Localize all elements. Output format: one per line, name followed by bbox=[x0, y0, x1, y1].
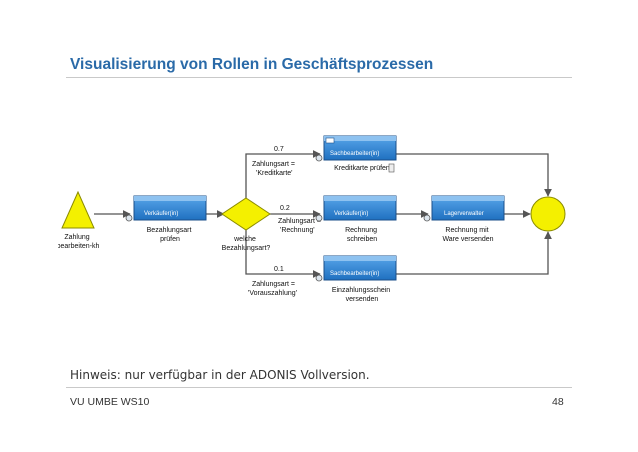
role-icon bbox=[315, 154, 323, 162]
flow-connectors bbox=[94, 150, 552, 278]
activity-rechnung-schreiben[interactable]: Verkäufer(in) Rechnung schreiben bbox=[315, 195, 397, 243]
role-icon bbox=[315, 214, 323, 222]
activity-ware-versenden[interactable]: Lagerverwalter Rechnung mit Ware versend… bbox=[423, 195, 505, 243]
flow-gateway-to-prepayment bbox=[245, 230, 321, 278]
activity-label: Rechnung mit Ware versenden bbox=[442, 227, 493, 243]
slide-title: Visualisierung von Rollen in Geschäftspr… bbox=[70, 56, 434, 73]
branch-prepayment-probability: 0.1 bbox=[274, 266, 284, 273]
activity-einzahlungsschein-versenden[interactable]: Sachbearbeiter(in) Einzahlungsschein ver… bbox=[315, 255, 397, 303]
activity-label: Rechnung schreiben bbox=[345, 227, 379, 243]
activity-role: Sachbearbeiter(in) bbox=[330, 271, 379, 277]
title-divider bbox=[66, 77, 572, 78]
end-event[interactable] bbox=[530, 196, 566, 232]
flow-prepayment-to-end bbox=[396, 231, 552, 275]
course-label: VU UMBE WS10 bbox=[70, 396, 150, 408]
start-event-triangle bbox=[61, 190, 95, 229]
activity-role: Lagerverwalter bbox=[444, 211, 484, 217]
activity-bezahlungsart-pruefen[interactable]: Verkäufer(in) Bezahlungsart prüfen bbox=[125, 195, 207, 243]
branch-invoice-probability: 0.2 bbox=[280, 205, 290, 212]
page-number: 48 bbox=[552, 396, 564, 408]
hint-text: Hinweis: nur verfügbar in der ADONIS Vol… bbox=[70, 368, 370, 382]
gateway-decision[interactable]: welche Bezahlungsart? bbox=[221, 197, 271, 252]
start-event[interactable]: Zahlung bearbeiten-kh bbox=[58, 190, 100, 250]
role-icon bbox=[315, 274, 323, 282]
gateway-label: welche Bezahlungsart? bbox=[222, 236, 271, 252]
branch-prepayment-condition: Zahlungsart = 'Vorauszahlung' bbox=[248, 281, 297, 297]
gateway-diamond bbox=[221, 197, 271, 231]
process-diagram: 0.7 Zahlungsart = 'Kreditkarte' 0.2 Zahl… bbox=[58, 135, 566, 303]
role-icon bbox=[125, 214, 133, 222]
footer-divider bbox=[66, 387, 572, 388]
activity-kreditkarte-pruefen[interactable]: Sachbearbeiter(in) Kreditkarte prüfen bbox=[315, 135, 397, 173]
flow-gateway-to-creditcard bbox=[245, 150, 321, 198]
role-icon bbox=[423, 214, 431, 222]
activity-role: Sachbearbeiter(in) bbox=[330, 151, 379, 157]
activity-role: Verkäufer(in) bbox=[334, 211, 368, 217]
activity-label: Einzahlungsschein versenden bbox=[332, 287, 392, 303]
trash-icon bbox=[388, 163, 395, 173]
branch-invoice-condition: Zahlungsart = 'Rechnung' bbox=[278, 218, 323, 234]
activity-label: Bezahlungsart prüfen bbox=[147, 227, 194, 243]
start-event-label: Zahlung bearbeiten-kh bbox=[58, 234, 100, 250]
activity-label: Kreditkarte prüfen bbox=[334, 165, 390, 172]
document-icon bbox=[325, 137, 335, 144]
branch-creditcard-probability: 0.7 bbox=[274, 146, 284, 153]
activity-role: Verkäufer(in) bbox=[144, 211, 178, 217]
branch-creditcard-condition: Zahlungsart = 'Kreditkarte' bbox=[252, 161, 297, 177]
flow-creditcard-to-end bbox=[396, 153, 552, 197]
